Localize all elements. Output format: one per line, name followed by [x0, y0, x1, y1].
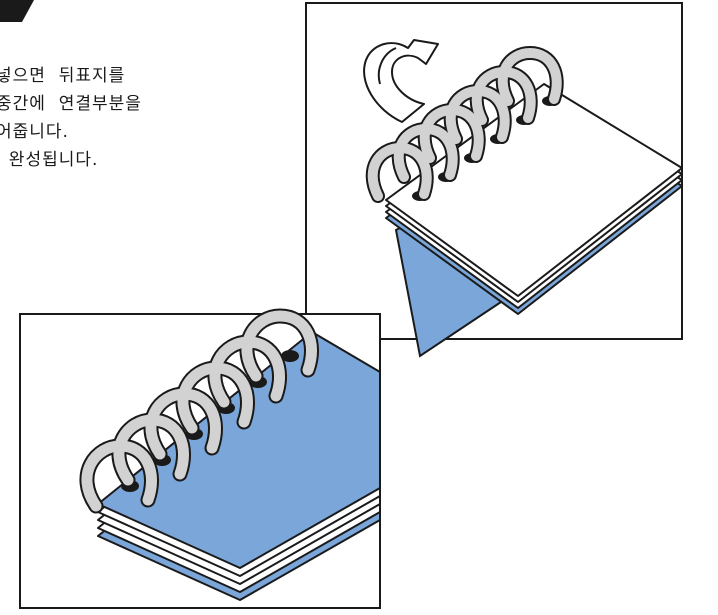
instruction-text: 넣으면 뒤표지를 중간에 연결부분을 어줍니다. 완성됩니다. — [0, 62, 300, 174]
instruction-line-2: 중간에 연결부분을 — [0, 90, 300, 118]
instruction-line-4: 완성됩니다. — [0, 146, 300, 174]
panel-finished-notebook — [20, 314, 380, 608]
instruction-line-1: 넣으면 뒤표지를 — [0, 62, 300, 90]
instruction-line-3: 어줍니다. — [0, 118, 300, 146]
step-header-tab — [0, 0, 34, 22]
panel-flip-cover — [306, 3, 682, 356]
